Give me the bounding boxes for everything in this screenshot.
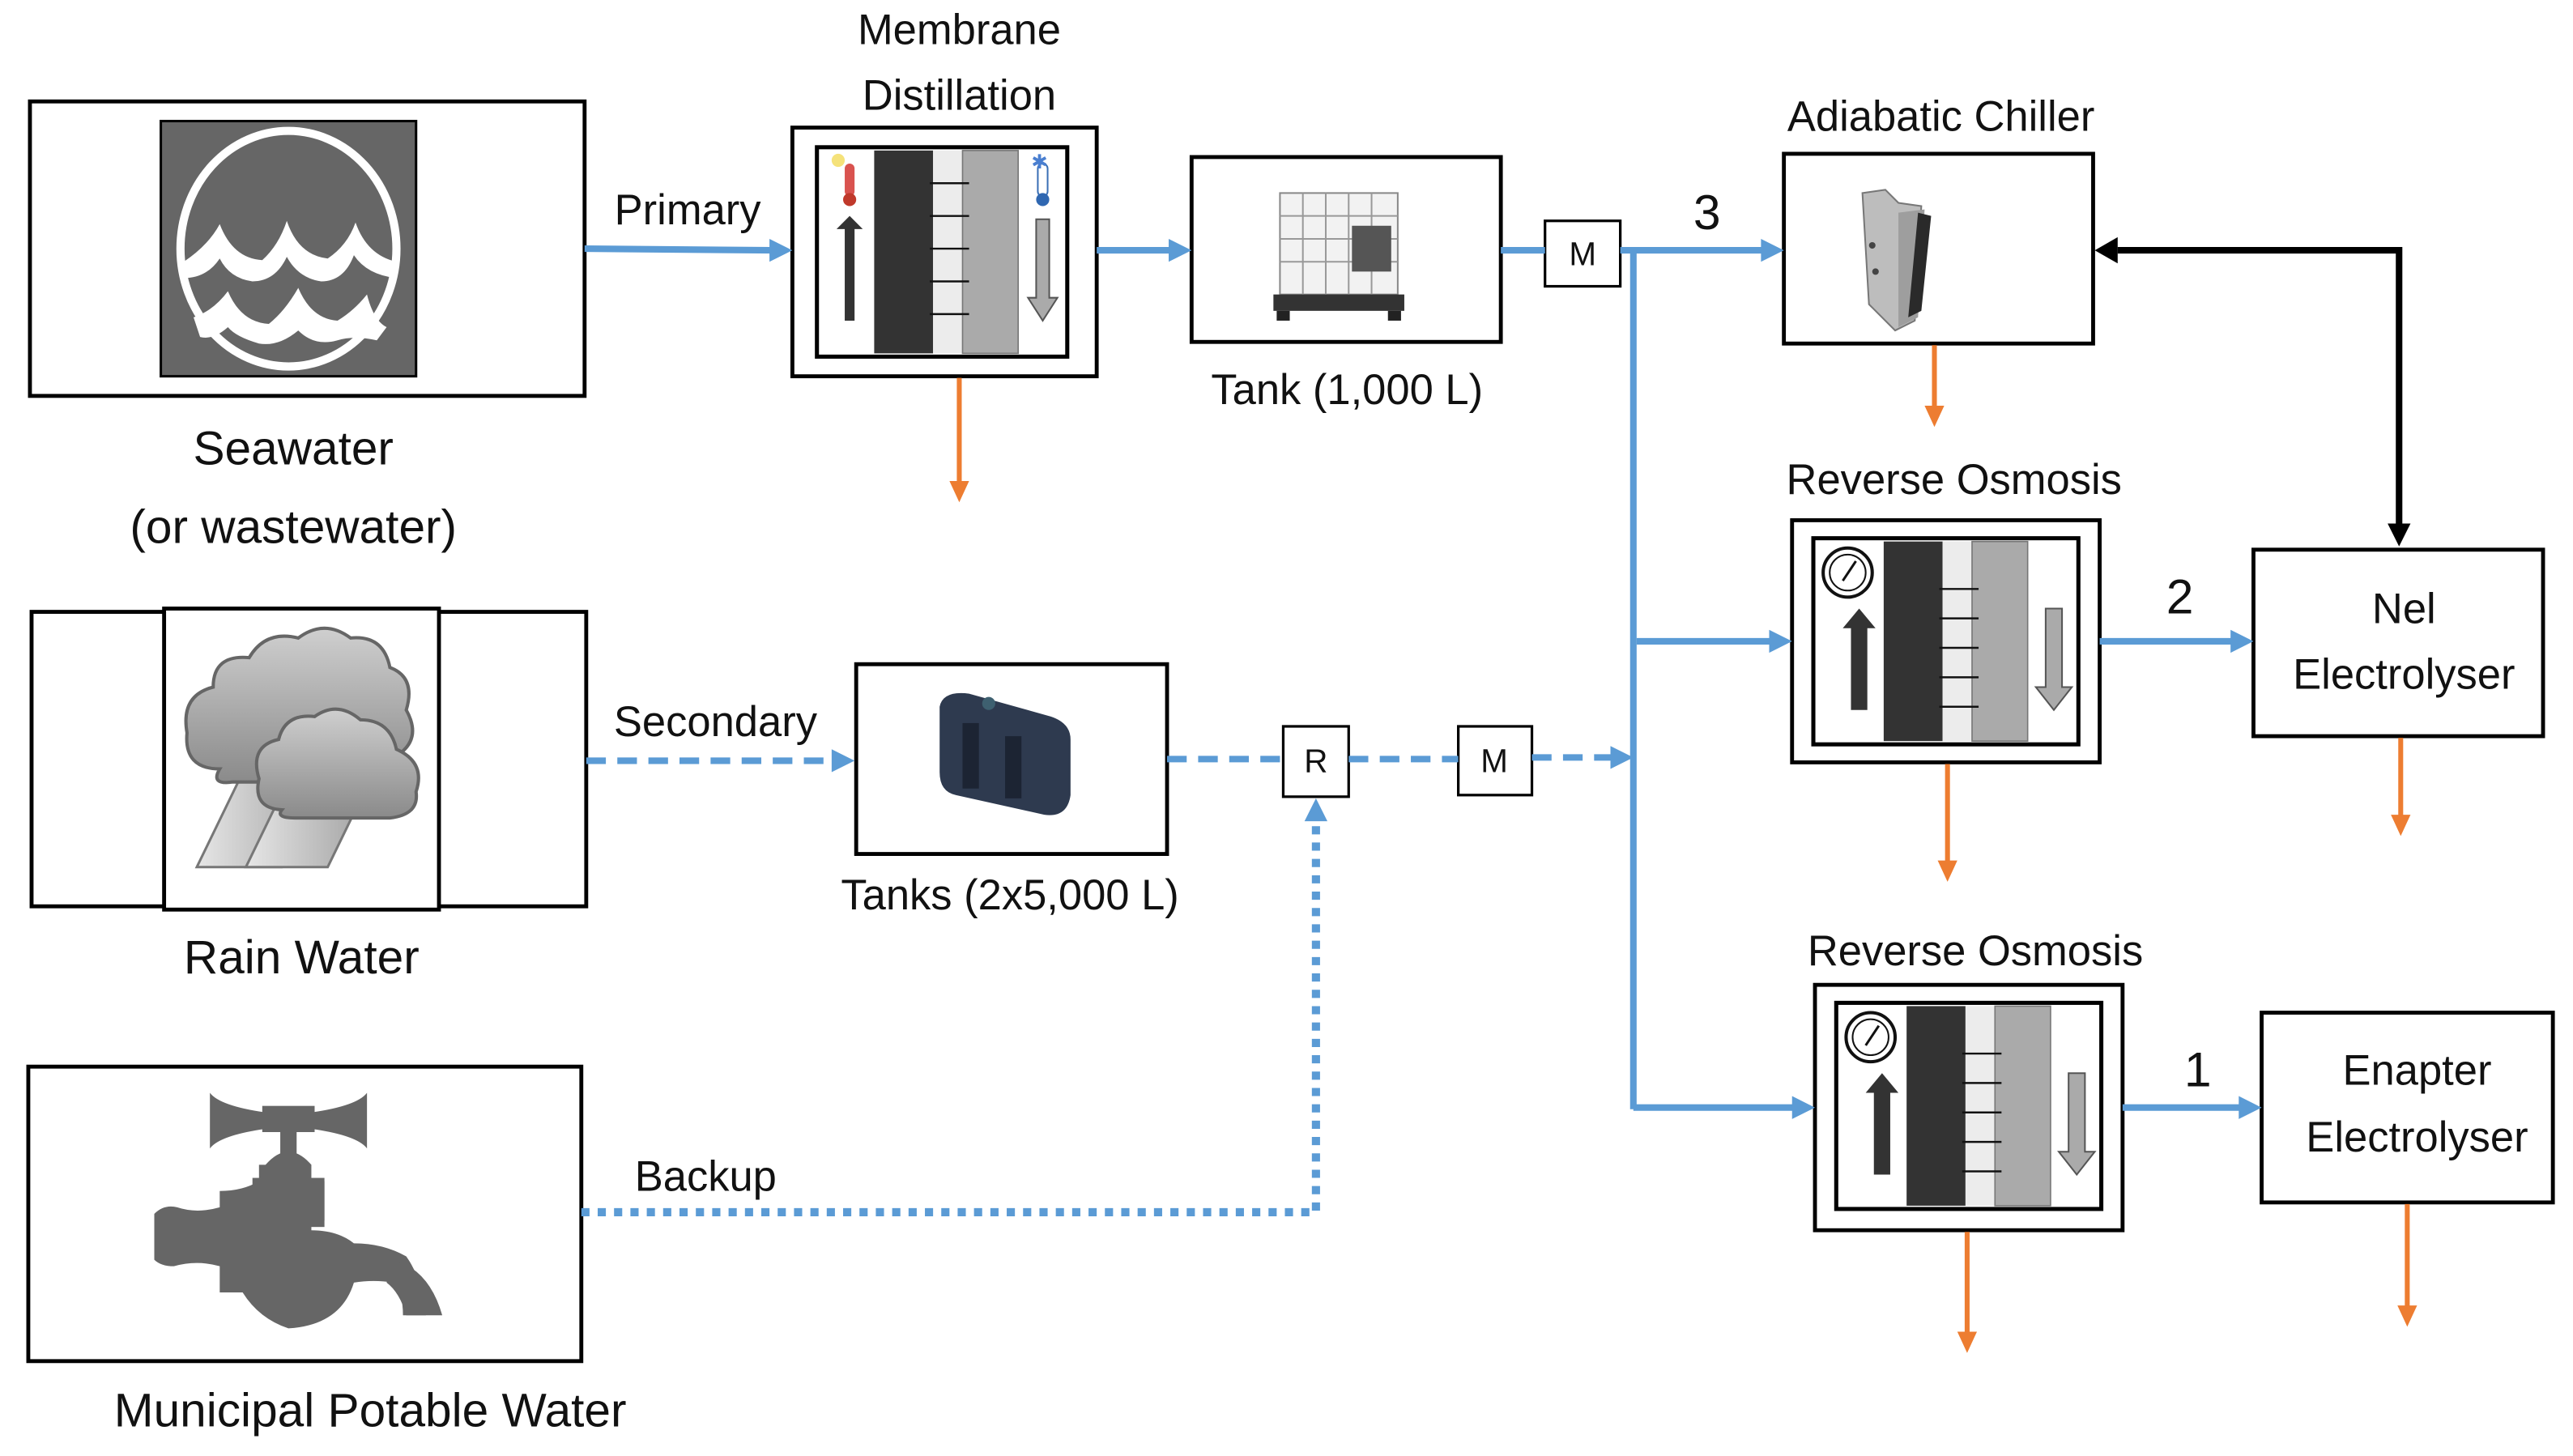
cooling-supply-arrowhead <box>2388 523 2411 547</box>
md-waste-arrow <box>949 377 969 503</box>
seawater-label-line2: (or wastewater) <box>130 501 457 554</box>
nel-electrolyser-unit: Nel Electrolyser <box>2251 547 2545 739</box>
permeate-down-arrow-icon <box>2056 1072 2097 1177</box>
branch-number-nel: 2 <box>2166 569 2194 624</box>
cold-thermometer-icon: ✱ <box>1031 150 1050 206</box>
adiabatic-chiller-unit: Adiabatic Chiller <box>1782 93 2095 346</box>
meter-secondary-label: M <box>1480 743 1508 780</box>
seawater-source: Seawater (or wastewater) <box>28 99 587 554</box>
rain-water-label: Rain Water <box>184 931 420 984</box>
reverse-osmosis-unit-1: Reverse Osmosis <box>1787 456 2122 764</box>
cooling-return-arrowhead <box>2094 236 2118 264</box>
branch-number-enapter: 1 <box>2184 1041 2212 1096</box>
branch-number-chiller: 3 <box>1693 185 1721 240</box>
membrane-distillation-label-line2: Distillation <box>863 71 1056 119</box>
rainwater-tank-icon <box>939 692 1071 815</box>
seawater-icon <box>160 119 418 378</box>
nel-electrolyser-label-line2: Electrolyser <box>2293 651 2515 699</box>
nel-electrolyser-label-line1: Nel <box>2372 585 2436 633</box>
enapter-waste-arrow <box>2397 1203 2418 1327</box>
backup-flow-arrow <box>581 798 1328 1217</box>
hot-flow-up-arrow-icon <box>836 215 863 321</box>
permeate-down-arrow-icon <box>2034 607 2074 712</box>
rain-cloud-icon <box>184 626 420 869</box>
tank-1000l-label: Tank (1,000 L) <box>1211 366 1483 414</box>
secondary-flow-label: Secondary <box>614 698 818 746</box>
rain-water-source: Rain Water <box>29 607 589 984</box>
meter-secondary: M <box>1457 725 1534 797</box>
seawater-label-line1: Seawater <box>193 423 393 475</box>
backup-flow-label: Backup <box>635 1153 777 1201</box>
chiller-icon <box>1861 189 1932 332</box>
adiabatic-chiller-box <box>1782 151 2095 346</box>
adiabatic-chiller-label: Adiabatic Chiller <box>1787 93 2094 141</box>
header-to-ro2-arrow <box>1633 1096 1816 1119</box>
nel-waste-arrow <box>2391 738 2411 837</box>
enapter-electrolyser-unit: Enapter Electrolyser <box>2260 1011 2555 1205</box>
ro1-waste-arrow <box>1937 764 1957 882</box>
svg-text:✱: ✱ <box>1031 150 1047 173</box>
municipal-water-source: Municipal Potable Water <box>26 1064 627 1437</box>
secondary-to-header-arrow <box>1531 746 1634 769</box>
enapter-electrolyser-label-line2: Electrolyser <box>2306 1113 2528 1161</box>
membrane-distillation-label-line1: Membrane <box>858 6 1061 54</box>
meter-to-chiller-arrow <box>1620 238 1784 262</box>
nel-electrolyser-box <box>2251 547 2545 739</box>
cold-flow-down-arrow-icon <box>1026 218 1059 322</box>
regulator-label: R <box>1304 743 1327 780</box>
ro2-to-enapter-arrow <box>2122 1096 2262 1119</box>
pressure-gauge-icon <box>1821 546 1874 599</box>
header-to-ro1-arrow <box>1636 629 1792 653</box>
chiller-waste-arrow <box>1924 345 1945 428</box>
feed-up-arrow-icon <box>1865 1073 1899 1175</box>
reverse-osmosis-1-icon <box>1811 536 2081 747</box>
meter-primary-label: M <box>1569 235 1596 272</box>
regulator: R <box>1281 725 1350 798</box>
tanks-5000l-label: Tanks (2x5,000 L) <box>841 871 1178 919</box>
md-to-tank-arrow <box>1097 238 1192 262</box>
meter-primary: M <box>1544 219 1622 288</box>
primary-flow-label: Primary <box>615 186 762 234</box>
hot-thermometer-icon <box>831 153 857 206</box>
ro2-waste-arrow <box>1957 1232 1978 1353</box>
regulator-box <box>1281 725 1350 798</box>
membrane-distillation-unit: Membrane Distillation ✱ <box>790 6 1099 379</box>
enapter-electrolyser-box <box>2260 1011 2555 1205</box>
pressure-gauge-icon <box>1844 1011 1898 1064</box>
tanks-5000l-unit: Tanks (2x5,000 L) <box>841 662 1179 919</box>
enapter-electrolyser-label-line1: Enapter <box>2343 1046 2492 1094</box>
reverse-osmosis-unit-2: Reverse Osmosis <box>1808 927 2143 1232</box>
reverse-osmosis-1-label: Reverse Osmosis <box>1787 456 2122 504</box>
municipal-water-label: Municipal Potable Water <box>114 1385 627 1437</box>
secondary-flow-arrow <box>586 749 855 773</box>
tank-1000l-unit: Tank (1,000 L) <box>1189 155 1503 414</box>
reverse-osmosis-2-icon <box>1834 1000 2104 1211</box>
primary-flow-arrow <box>584 238 793 262</box>
membrane-distillation-icon: ✱ <box>815 145 1070 359</box>
water-tap-icon <box>154 1092 446 1329</box>
cooling-loop-arrow <box>2094 236 2411 547</box>
reverse-osmosis-2-label: Reverse Osmosis <box>1808 927 2143 975</box>
ibc-tank-icon <box>1273 192 1404 321</box>
ro1-to-nel-arrow <box>2099 629 2254 653</box>
